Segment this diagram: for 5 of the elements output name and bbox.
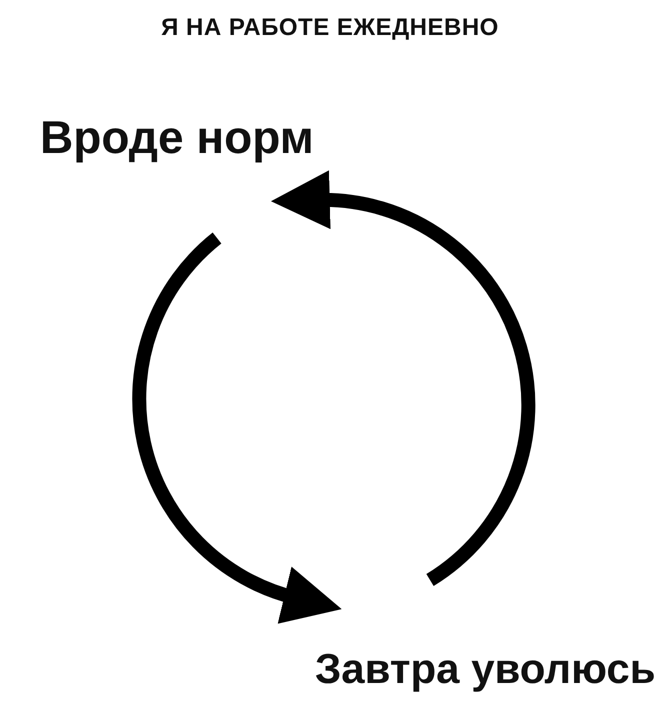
node-label: Завтра уволюсь [315, 645, 656, 693]
title: Я НА РАБОТЕ ЕЖЕДНЕВНО [160, 14, 500, 42]
node-label: Вроде норм [40, 110, 314, 164]
curved-arrow [271, 171, 536, 586]
curved-arrow [132, 232, 341, 623]
